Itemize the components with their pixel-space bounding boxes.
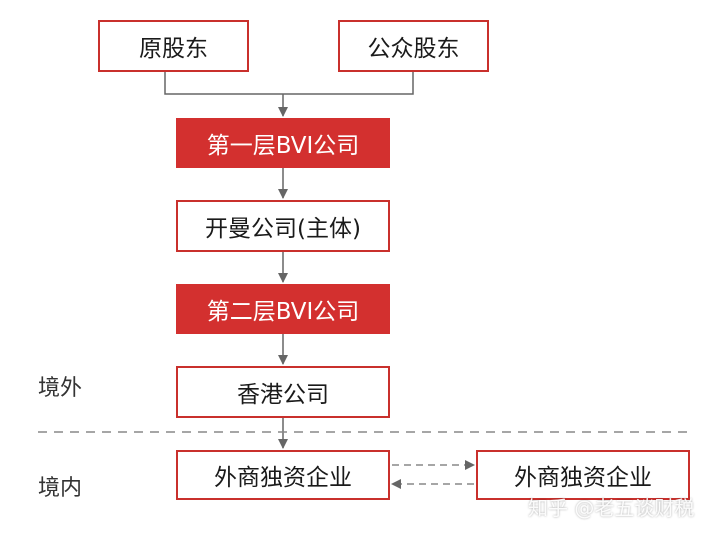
node-hk-company: 香港公司 <box>176 366 390 418</box>
region-onshore-label: 境内 <box>38 476 83 501</box>
node-kaiman-company: 开曼公司(主体) <box>176 200 390 252</box>
node-wfoe-main: 外商独资企业 <box>176 450 390 500</box>
node-public-shareholders: 公众股东 <box>338 20 489 72</box>
region-offshore-label: 境外 <box>38 376 83 401</box>
node-bvi-layer1: 第一层BVI公司 <box>176 118 390 168</box>
merge-connector <box>164 72 414 95</box>
node-wfoe-side: 外商独资企业 <box>476 450 690 500</box>
node-original-shareholders: 原股东 <box>98 20 249 72</box>
watermark: 知乎 @老五谈财税 <box>528 496 695 520</box>
node-bvi-layer2: 第二层BVI公司 <box>176 284 390 334</box>
